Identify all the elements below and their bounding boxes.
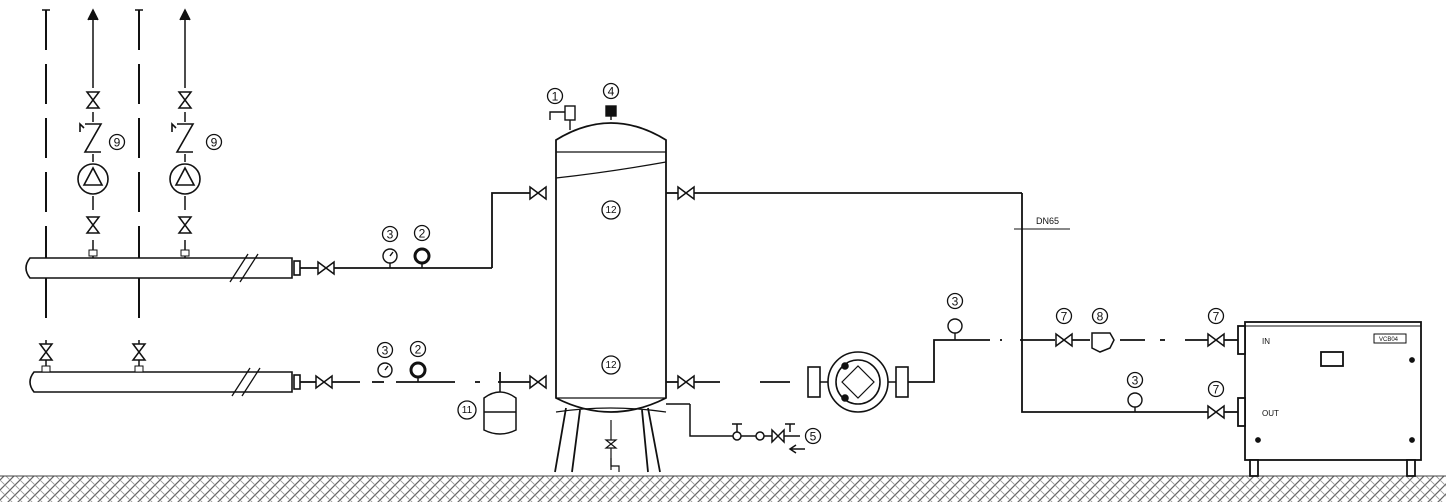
supply-line <box>300 192 530 269</box>
callout-label: 3 <box>1132 374 1139 388</box>
boiler-out-line <box>1021 340 1238 413</box>
riser-1-upper-valve <box>86 91 100 109</box>
return-riser-lines <box>45 10 140 330</box>
callout-c7b: 7 <box>1207 307 1225 325</box>
callout-label: 12 <box>605 205 617 216</box>
callout-label: 9 <box>211 136 218 150</box>
callout-c7a: 7 <box>1055 307 1073 325</box>
supply-manifold <box>25 253 301 283</box>
boiler-plate-label: VCB04 <box>1379 337 1399 343</box>
thermometer-boiler-out <box>1127 392 1143 412</box>
floor-hatch <box>0 476 1446 502</box>
riser-1-pump <box>77 163 109 195</box>
callout-c12a: 12 <box>601 200 621 220</box>
primary-pump <box>807 351 909 413</box>
tank-lower-left-valve <box>529 375 547 389</box>
boiler-in-valve-b <box>1207 333 1225 347</box>
return-riser-1-valve <box>39 343 53 361</box>
callout-label: 7 <box>1061 310 1068 324</box>
callout-c9a: 9 <box>108 133 126 151</box>
riser-1-lower-valve <box>86 216 100 234</box>
supply-riser-2 <box>179 8 191 256</box>
callout-c3c: 3 <box>946 292 964 310</box>
tank-outlet-lines <box>666 192 1023 383</box>
thermometer-boiler-in <box>947 318 963 340</box>
callout-label: 11 <box>462 405 473 416</box>
boiler-out-valve <box>1207 405 1225 419</box>
return-riser-2-valve <box>132 343 146 361</box>
callout-c3d: 3 <box>1126 371 1144 389</box>
callout-label: 4 <box>608 85 615 99</box>
callout-label: 8 <box>1097 310 1104 324</box>
pipe-size-label: DN65 <box>1036 216 1059 226</box>
callout-label: 5 <box>810 430 817 444</box>
callout-c8: 8 <box>1091 307 1109 325</box>
tank-drain <box>604 420 620 472</box>
callout-label: 2 <box>415 343 422 357</box>
riser-2-check-valve <box>171 122 195 153</box>
callout-c5: 5 <box>804 427 822 445</box>
riser-2-pump <box>169 163 201 195</box>
callout-c3b: 3 <box>376 341 394 359</box>
storage-tank <box>554 122 667 473</box>
thermometer-lower <box>377 362 393 378</box>
callout-c3a: 3 <box>381 225 399 243</box>
callout-label: 7 <box>1213 310 1220 324</box>
strainer <box>1091 332 1115 353</box>
riser-2-lower-valve <box>178 216 192 234</box>
tank-upper-left-valve <box>529 186 547 200</box>
pressure-gauge-lower <box>409 361 427 382</box>
boiler-in-valve-a <box>1055 333 1073 347</box>
pressure-gauge-upper <box>413 247 431 268</box>
return-manifold <box>29 367 301 397</box>
callout-c7c: 7 <box>1207 380 1225 398</box>
callout-c2a: 2 <box>413 224 431 242</box>
callout-label: 3 <box>387 228 394 242</box>
callout-label: 3 <box>382 344 389 358</box>
tank-safety-valve <box>549 105 576 130</box>
fill-line <box>666 403 805 454</box>
callout-c11: 11 <box>457 400 477 420</box>
boiler-in-label: IN <box>1262 337 1270 346</box>
callout-label: 7 <box>1213 383 1220 397</box>
tank-air-vent <box>605 105 617 120</box>
riser-1-check-valve <box>79 122 103 153</box>
callout-label: 1 <box>552 90 559 104</box>
riser-2-upper-valve <box>178 91 192 109</box>
callout-c9b: 9 <box>205 133 223 151</box>
callout-label: 9 <box>114 136 121 150</box>
supply-line-valve <box>317 261 335 275</box>
callout-c4: 4 <box>602 82 620 100</box>
callout-c1: 1 <box>546 87 564 105</box>
boiler-out-label: OUT <box>1262 409 1279 418</box>
callout-label: 2 <box>419 227 426 241</box>
boiler-unit <box>1237 321 1422 477</box>
callout-label: 3 <box>952 295 959 309</box>
pump-to-boiler-line <box>908 339 1238 383</box>
tank-upper-right-valve <box>677 186 695 200</box>
tank-lower-right-valve <box>677 375 695 389</box>
callout-c12b: 12 <box>601 355 621 375</box>
thermometer-upper <box>382 248 398 268</box>
return-line-valve <box>315 375 333 389</box>
callout-label: 12 <box>605 360 617 371</box>
expansion-vessel <box>483 382 517 435</box>
callout-c2b: 2 <box>409 340 427 358</box>
